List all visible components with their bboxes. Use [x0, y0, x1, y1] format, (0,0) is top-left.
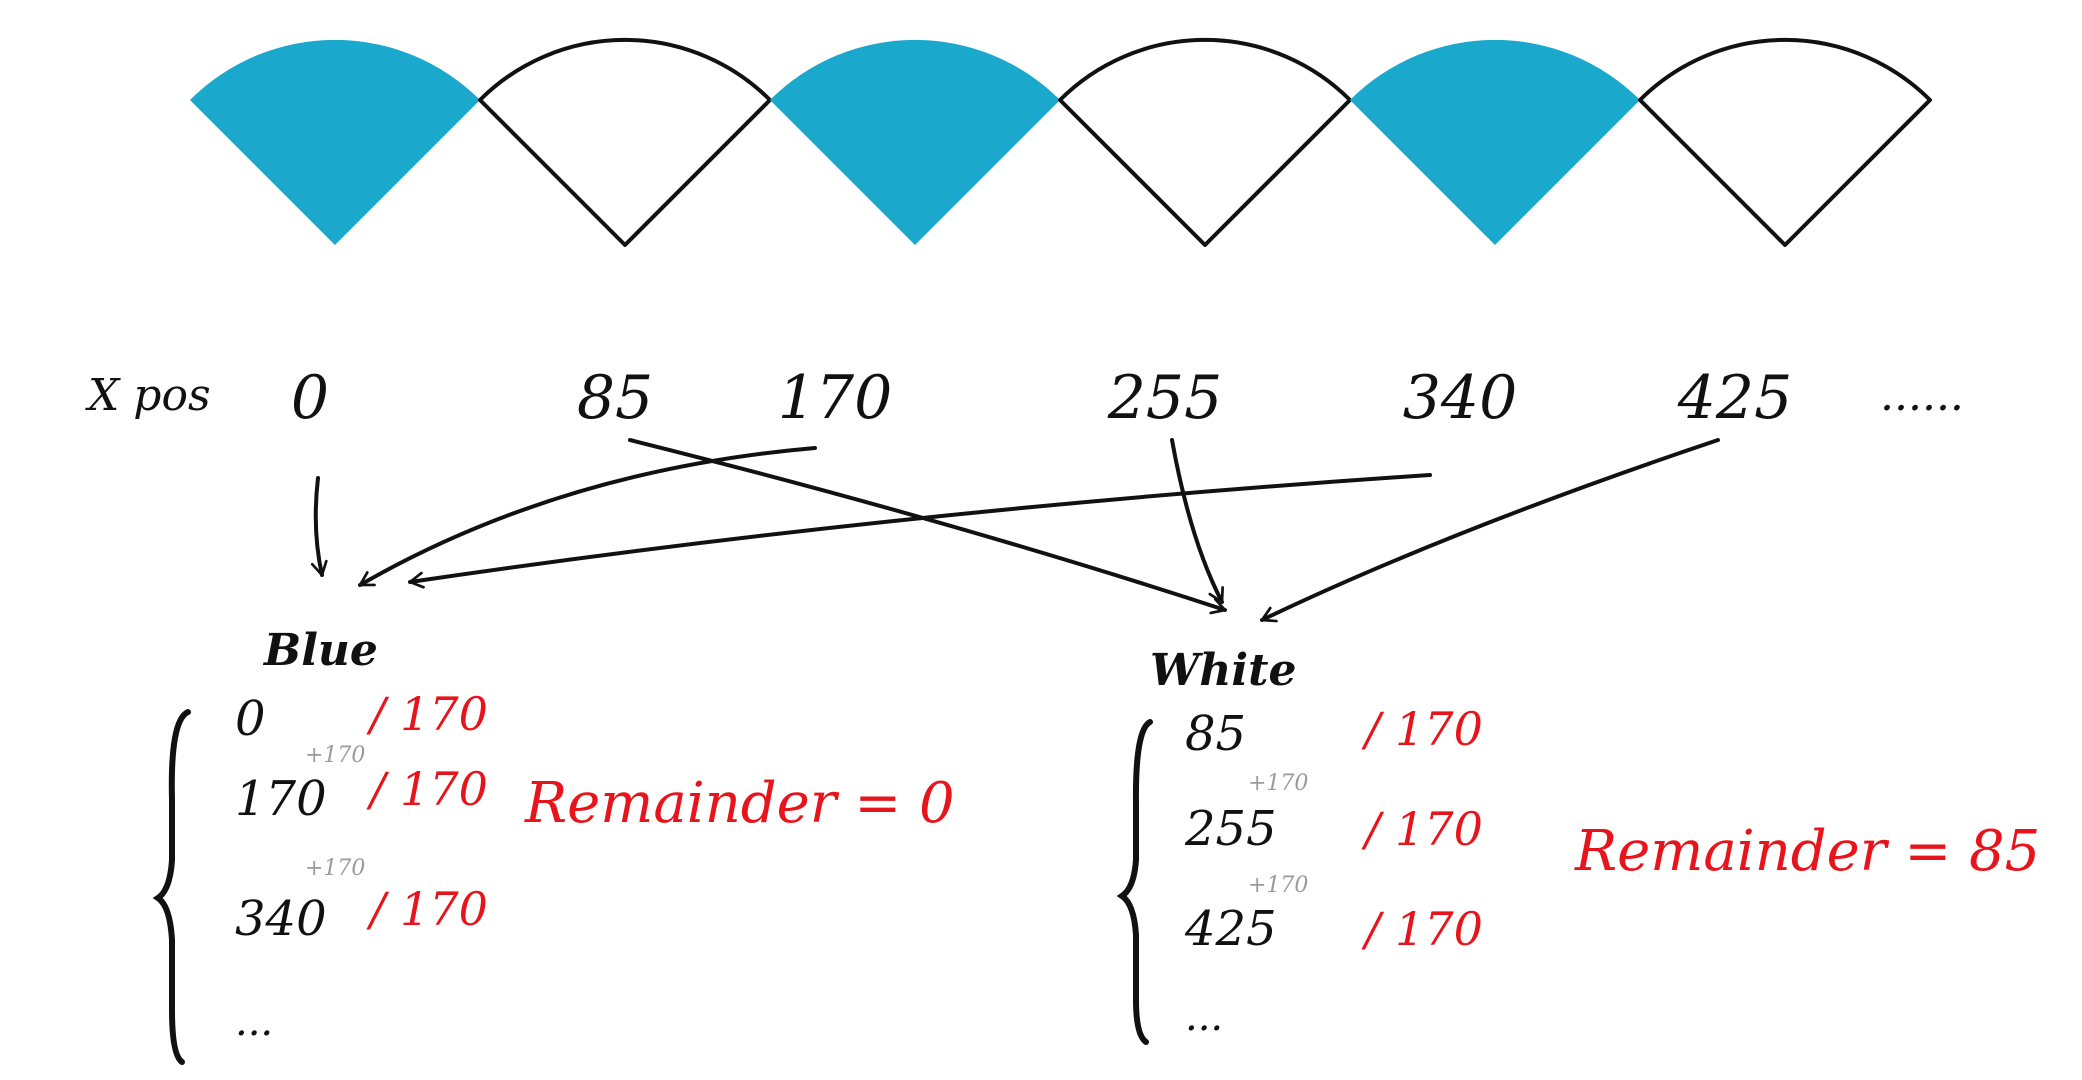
- arrow-85-to-white: [628, 438, 1227, 615]
- blue-group-item-170: 170: [235, 771, 327, 827]
- blue-group-divisor-1: / 170: [366, 762, 488, 816]
- white-group-ellipsis: ...: [1185, 994, 1223, 1040]
- blue-group-item-340: 340: [235, 891, 327, 947]
- xpos-values: 0 85 170 255 340 425: [291, 363, 1792, 433]
- blue-group-title: Blue: [262, 625, 378, 676]
- white-group-remainder: Remainder = 85: [1574, 819, 2040, 884]
- arrow-0-to-blue: [310, 476, 328, 577]
- fan-blue-4: [1350, 39, 1640, 245]
- white-group-item-85: 85: [1185, 706, 1246, 762]
- blue-group-step-1: +170: [305, 856, 365, 881]
- arrow-340-to-blue: [408, 473, 1432, 589]
- arrow-425-to-white: [1260, 438, 1720, 623]
- blue-group-divisor-2: / 170: [366, 882, 488, 936]
- fan-blue-0: [190, 39, 480, 245]
- white-group-step-0: +170: [1248, 771, 1308, 796]
- fan-white-1: [478, 38, 772, 247]
- blue-group-step-0: +170: [305, 743, 365, 768]
- xpos-ellipsis: ......: [1880, 370, 1964, 421]
- xpos-value-85: 85: [577, 363, 653, 433]
- blue-group-brace: [152, 709, 191, 1065]
- white-group-step-1: +170: [1248, 873, 1308, 898]
- xpos-value-425: 425: [1677, 363, 1793, 433]
- blue-group-remainder: Remainder = 0: [524, 771, 955, 836]
- arrow-255-to-white: [1170, 438, 1224, 604]
- fan-blue-2: [770, 39, 1060, 245]
- white-group-divisor-2: / 170: [1361, 902, 1483, 956]
- fan-white-3: [1058, 38, 1352, 247]
- xpos-value-170: 170: [778, 363, 893, 433]
- xpos-value-0: 0: [291, 363, 329, 433]
- xpos-value-340: 340: [1403, 363, 1518, 433]
- fan-row: [190, 38, 1932, 247]
- arrow-170-to-blue: [358, 446, 817, 587]
- blue-group-divisor-0: / 170: [366, 687, 488, 741]
- white-group-item-425: 425: [1184, 901, 1277, 957]
- white-group-brace: [1116, 719, 1153, 1045]
- blue-group-item-0: 0: [235, 691, 266, 747]
- fan-white-5: [1638, 38, 1932, 247]
- blue-group-ellipsis: ...: [235, 999, 273, 1045]
- white-group-item-255: 255: [1184, 801, 1277, 857]
- white-group-divisor-0: / 170: [1361, 702, 1483, 756]
- xpos-value-255: 255: [1107, 363, 1223, 433]
- white-group-title: White: [1150, 645, 1296, 696]
- arrows: [310, 438, 1720, 623]
- white-group-items: 85 / 170 255 / 170 425 / 170 +170 +170...: [1184, 702, 1483, 1040]
- white-group-divisor-1: / 170: [1361, 802, 1483, 856]
- xpos-label: X pos: [85, 370, 211, 421]
